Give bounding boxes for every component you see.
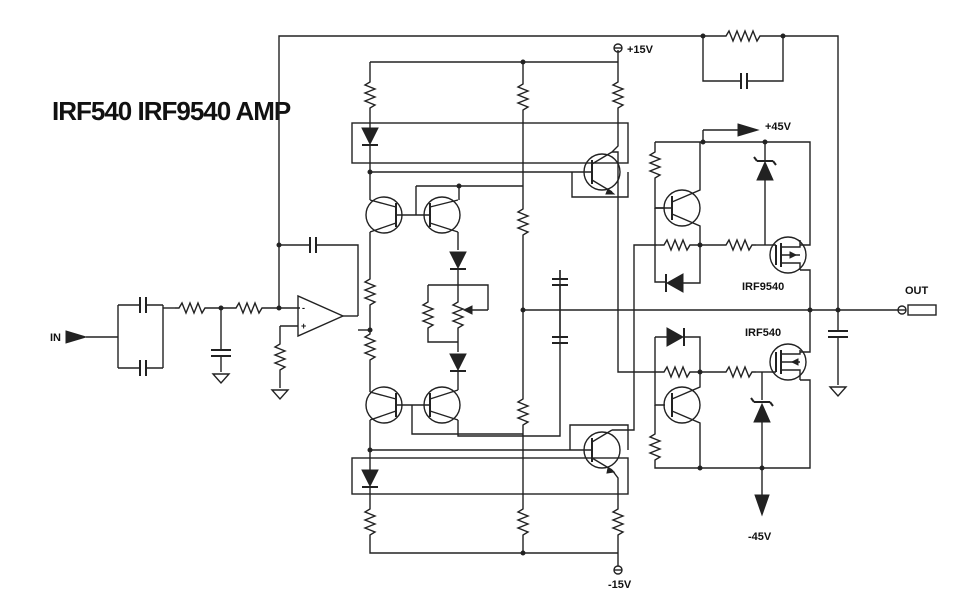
neg45-label: -45V [748, 531, 772, 543]
op-amp: - + [270, 294, 358, 401]
diode-icon [666, 327, 685, 347]
svg-text:-: - [302, 303, 305, 313]
pos15-label: +15V [627, 44, 654, 56]
diode-icon [449, 353, 467, 372]
input-resistor-2 [231, 302, 267, 314]
input-capacitors [117, 297, 175, 376]
output-terminal [907, 304, 937, 316]
in-label: IN [50, 332, 61, 344]
diode-icon [361, 469, 379, 488]
diode-icon [361, 127, 379, 146]
input-arrow-icon [65, 330, 88, 344]
mosfet-irf540 [769, 343, 807, 381]
mosfet-irf9540 [769, 236, 807, 274]
svg-text:+: + [301, 321, 306, 331]
zener-diode-icon [756, 160, 774, 181]
irf540-label: IRF540 [745, 327, 781, 339]
transistor-q6 [663, 386, 701, 424]
arrow-icon [737, 123, 760, 137]
irf9540-label: IRF9540 [742, 281, 784, 293]
ground-icon [211, 373, 231, 385]
neg15-label: -15V [608, 579, 632, 591]
ground-icon [828, 386, 848, 398]
schematic-title: IRF540 IRF9540 AMP [52, 96, 291, 126]
diode-icon [665, 273, 684, 293]
input-terminal: IN [50, 330, 118, 344]
arrow-icon [754, 494, 770, 517]
ground-icon [270, 389, 290, 401]
input-resistor-1 [174, 302, 210, 314]
pos45-label: +45V [765, 121, 792, 133]
out-label: OUT [905, 285, 929, 297]
zener-diode-icon [753, 402, 771, 423]
diode-icon [449, 251, 467, 270]
